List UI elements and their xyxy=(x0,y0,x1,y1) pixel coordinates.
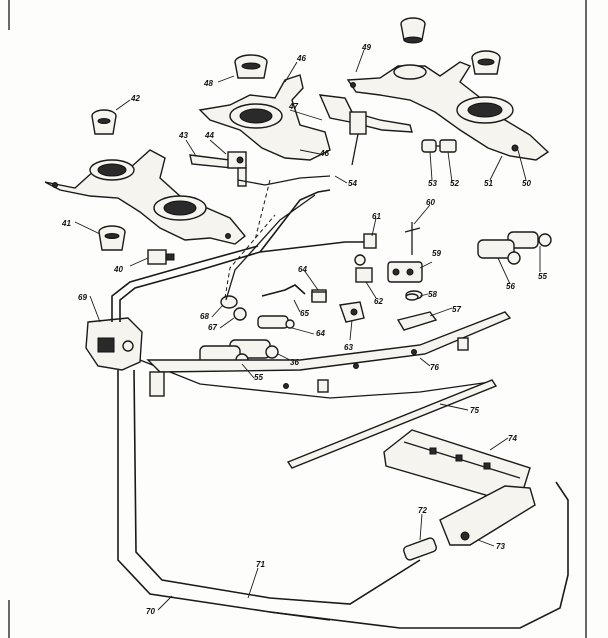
valve-55-right xyxy=(507,231,552,249)
fitting-67 xyxy=(233,307,247,321)
callout-70: 70 xyxy=(146,607,155,616)
callout-68: 68 xyxy=(200,312,209,321)
valve-56 xyxy=(477,239,521,265)
callout-51: 51 xyxy=(484,179,493,188)
burner-cap-top xyxy=(400,17,426,44)
callout-71: 71 xyxy=(256,560,265,569)
callout-57: 57 xyxy=(452,305,461,314)
burner-assembly-right-rear xyxy=(346,61,550,161)
ignition-wire-60 xyxy=(404,222,421,255)
fitting-61 xyxy=(345,233,377,249)
callout-69: 69 xyxy=(78,293,87,302)
valve-fitting-43 xyxy=(189,151,247,187)
broil-burner-73 xyxy=(439,485,536,546)
burner-cap-right xyxy=(471,50,501,75)
callout-55-right: 55 xyxy=(538,272,547,281)
callout-74: 74 xyxy=(508,434,517,443)
callout-60: 60 xyxy=(426,198,435,207)
fitting-62 xyxy=(354,254,373,283)
callout-54: 54 xyxy=(348,179,357,188)
callout-63: 63 xyxy=(344,343,353,352)
ignitor-block-40 xyxy=(147,249,175,265)
callout-62: 62 xyxy=(374,297,383,306)
callout-41: 41 xyxy=(61,219,71,228)
callout-53: 53 xyxy=(428,179,437,188)
fitting-58 xyxy=(405,293,419,301)
callout-73: 73 xyxy=(496,542,505,551)
callout-65: 65 xyxy=(300,309,309,318)
air-shutter-47 xyxy=(318,94,413,166)
callout-40: 40 xyxy=(113,265,123,274)
callout-76: 76 xyxy=(430,363,439,372)
callout-labels: 48 46 49 42 43 44 47 46 54 53 52 51 50 4… xyxy=(61,43,547,616)
callout-42: 42 xyxy=(130,94,140,103)
callout-64b: 64 xyxy=(316,329,325,338)
callout-47: 47 xyxy=(288,102,298,111)
callout-72: 72 xyxy=(418,506,427,515)
gas-tube-network xyxy=(111,175,569,629)
fitting-72 xyxy=(402,537,438,561)
oven-burner-74 xyxy=(383,429,531,501)
orifice-63 xyxy=(339,301,365,323)
callout-46b: 46 xyxy=(319,149,329,158)
burner-assembly-left-front xyxy=(44,149,246,245)
fitting-64-lower xyxy=(257,315,295,329)
callout-44: 44 xyxy=(204,131,214,140)
orifice-fitting-52 xyxy=(439,139,457,153)
leader-lines xyxy=(74,49,541,611)
valve-59 xyxy=(387,261,423,300)
callout-46: 46 xyxy=(296,54,306,63)
burner-cap-41 xyxy=(98,225,126,251)
callout-49: 49 xyxy=(361,43,371,52)
callout-55: 55 xyxy=(254,373,263,382)
manifold-rail-76 xyxy=(146,311,512,397)
bracket-bar-75 xyxy=(286,379,498,469)
bracket-57 xyxy=(396,311,438,331)
callout-48: 48 xyxy=(203,79,213,88)
callout-50: 50 xyxy=(522,179,531,188)
fitting-64-upper xyxy=(311,291,327,303)
callout-56: 56 xyxy=(506,282,515,291)
callout-36: 36 xyxy=(290,358,299,367)
fitting-68 xyxy=(220,295,238,309)
callout-67: 67 xyxy=(208,323,217,332)
callout-58: 58 xyxy=(428,290,437,299)
pressure-regulator-69 xyxy=(85,317,143,371)
burner-assembly-middle-rear xyxy=(198,74,331,161)
callout-61: 61 xyxy=(372,212,381,221)
callout-64: 64 xyxy=(298,265,307,274)
callout-75: 75 xyxy=(470,406,479,415)
callout-43: 43 xyxy=(178,131,188,140)
callout-52: 52 xyxy=(450,179,459,188)
burner-cap-42 xyxy=(91,109,117,135)
burner-cap-48 xyxy=(234,54,268,79)
callout-59: 59 xyxy=(432,249,441,258)
